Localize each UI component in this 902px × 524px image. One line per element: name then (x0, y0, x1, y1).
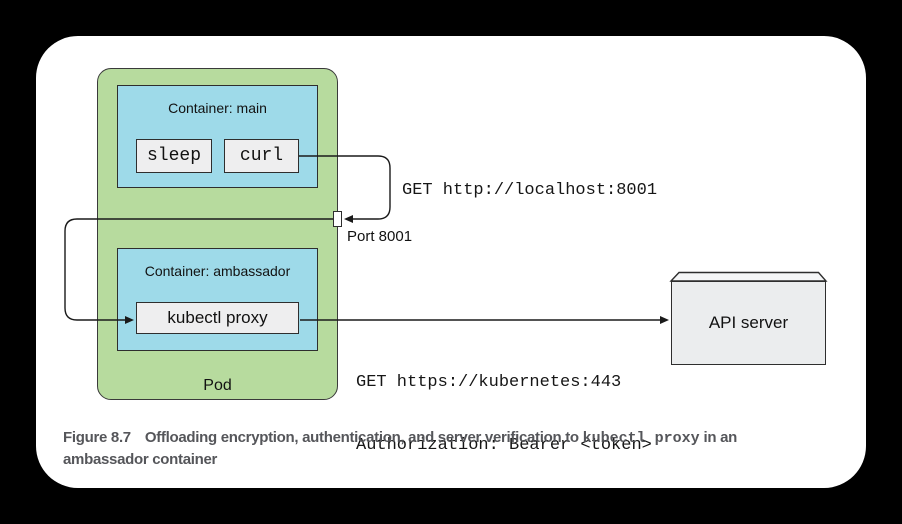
api-server-box: API server (671, 281, 826, 365)
caption-line2: ambassador container (63, 451, 218, 468)
pod-label: Pod (203, 377, 232, 394)
port-marker (333, 211, 342, 227)
kubectl-proxy-box: kubectl proxy (136, 302, 299, 334)
caption-text-post: in an (699, 429, 738, 446)
request-api-text: GET https://kubernetes:443 Authorization… (356, 330, 652, 477)
figure-caption: Figure 8.7 Offloading encryption, authent… (63, 427, 863, 470)
sleep-label: sleep (146, 146, 201, 166)
container-ambassador-label: Container: ambassador (144, 263, 291, 279)
caption-code: kubectl proxy (582, 430, 700, 447)
caption-text-pre: Offloading encryption, authentication, a… (144, 429, 583, 446)
api-server-label: API server (708, 313, 789, 332)
caption-line1: Figure 8.7 Offloading encryption, authent… (63, 427, 863, 449)
request-api-line2: Authorization: Bearer <token> (356, 436, 652, 455)
kubectl-proxy-label: kubectl proxy (167, 308, 268, 327)
figure-number: Figure 8.7 (63, 429, 131, 446)
curl-box: curl (224, 139, 299, 173)
port-label: Port 8001 (347, 228, 413, 245)
request-api-line1: GET https://kubernetes:443 (356, 373, 622, 392)
curl-label: curl (239, 146, 284, 166)
request-local-text: GET http://localhost:8001 (402, 181, 658, 200)
container-main-label: Container: main (168, 100, 267, 116)
sleep-box: sleep (136, 139, 212, 173)
